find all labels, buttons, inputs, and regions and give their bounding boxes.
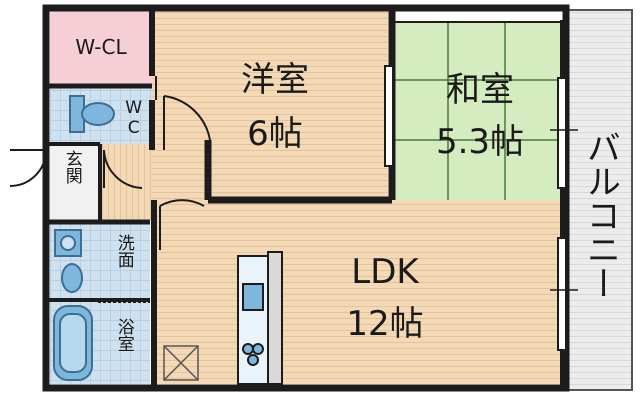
doors <box>9 7 211 303</box>
fridge-space <box>163 345 199 381</box>
kitchen-counter <box>237 251 283 385</box>
genkan-label: 玄関 <box>61 150 82 184</box>
balcony-windows <box>384 65 578 351</box>
japanese-room-label: 和室 <box>446 70 514 110</box>
toilet-fixture <box>69 95 115 133</box>
washbasin-fixture <box>54 229 83 293</box>
balcony-label: バルコニー <box>580 130 621 300</box>
western-room-area <box>152 10 388 200</box>
balcony-area <box>565 9 633 391</box>
western-room-label: 洋室 <box>241 60 309 100</box>
western-room-size: 6帖 <box>247 114 303 154</box>
genkan-area <box>50 144 100 220</box>
bath-label: 浴室 <box>113 318 134 352</box>
walk-in-closet-label: W-CL <box>75 35 127 59</box>
walk-in-closet-area <box>50 10 152 86</box>
ldk-area <box>152 200 562 384</box>
ldk-label: LDK <box>351 252 419 292</box>
japanese-room-size: 5.3帖 <box>435 122 525 162</box>
bathtub-fixture <box>53 305 93 381</box>
wc-label: WC <box>123 98 144 138</box>
japanese-room-tatami <box>392 22 562 200</box>
washroom-label: 洗面 <box>113 234 134 268</box>
ldk-size: 12帖 <box>346 304 424 344</box>
